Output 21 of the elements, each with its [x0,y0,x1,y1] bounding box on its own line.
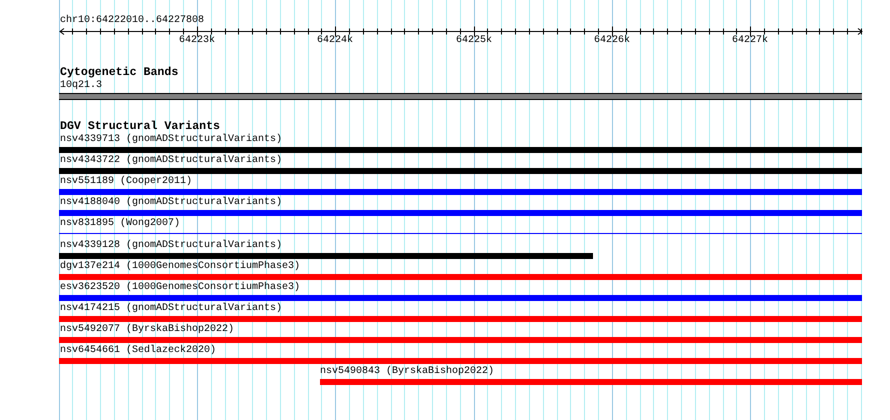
tick-label: 64224k [317,35,354,46]
track-title: DGV Structural Variants [60,121,220,133]
variant-label: nsv5490843 (ByrskaBishop2022) [320,366,494,377]
variant-label: nsv5492077 (ByrskaBishop2022) [60,324,234,335]
range-label: chr10:64222010..64227808 [60,15,204,26]
variant-label: nsv831895 (Wong2007) [60,218,180,229]
band-label: 10q21.3 [60,80,102,91]
variant-label: nsv4343722 (gnomADStructuralVariants) [60,155,282,166]
tick-label: 64226k [594,35,630,46]
variant-label: nsv4339713 (gnomADStructuralVariants) [60,134,282,145]
variant-label: nsv6454661 (Sedlazeck2020) [60,345,216,356]
variant-label: nsv4188040 (gnomADStructuralVariants) [60,197,282,208]
tick-label: 64225k [456,35,492,46]
tick-label: 64223k [179,35,216,46]
tick-label: 64227k [732,35,768,46]
track-title: Cytogenetic Bands [60,67,178,79]
variant-label: nsv551189 (Cooper2011) [60,176,192,187]
variant-label: nsv4339128 (gnomADStructuralVariants) [60,240,282,251]
variant-label: nsv4174215 (gnomADStructuralVariants) [60,303,282,314]
variant-label: esv3623520 (1000GenomesConsortiumPhase3) [60,282,300,293]
variant-label: dgv137e214 (1000GenomesConsortiumPhase3) [60,261,300,272]
